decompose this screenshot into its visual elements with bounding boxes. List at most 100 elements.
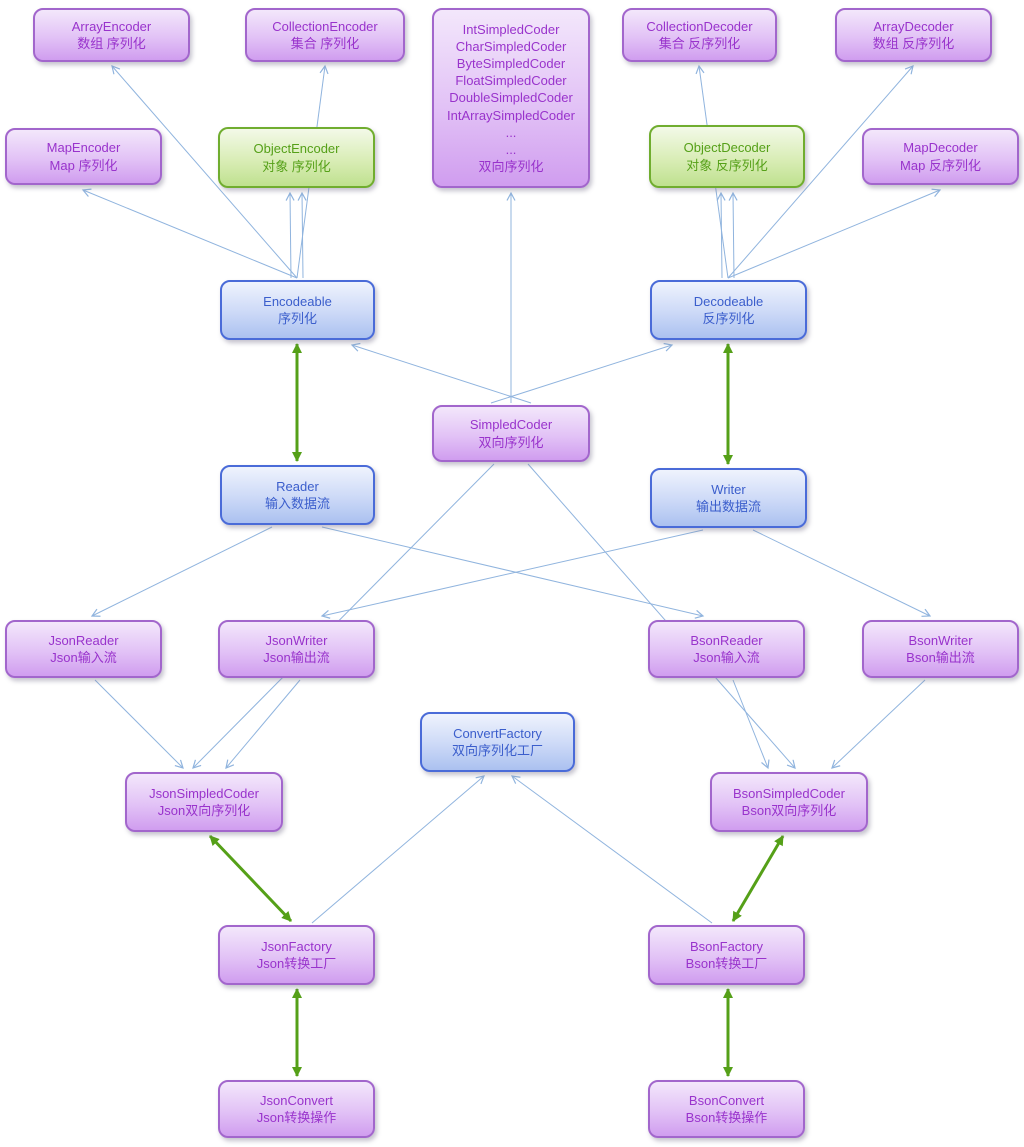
node-convert-factory: ConvertFactory 双向序列化工厂 <box>420 712 575 772</box>
edge-association <box>752 529 930 616</box>
node-bson-reader: BsonReader Json输入流 <box>648 620 805 678</box>
node-title: Writer <box>711 481 746 497</box>
node-subtitle: Json输入流 <box>50 650 117 665</box>
node-title: JsonConvert <box>260 1092 333 1108</box>
node-subtitle: 序列化 <box>277 311 317 326</box>
node-title: ConvertFactory <box>453 725 542 741</box>
node-array-decoder: ArrayDecoder 数组 反序列化 <box>835 8 992 62</box>
group-line: FloatSimpledCoder <box>455 73 567 89</box>
node-title: BsonSimpledCoder <box>732 785 845 801</box>
node-simpled-coder-group: IntSimpledCoder CharSimpledCoder ByteSim… <box>432 8 590 188</box>
group-line: IntArraySimpledCoder <box>447 107 575 123</box>
edge-association <box>311 776 484 924</box>
edge-mutual <box>208 834 293 923</box>
edge-association <box>727 66 913 279</box>
node-bson-convert: BsonConvert Bson转换操作 <box>648 1080 805 1138</box>
node-subtitle: Json输入流 <box>693 650 760 665</box>
node-json-simpled-coder: JsonSimpledCoder Json双向序列化 <box>125 772 283 832</box>
node-reader: Reader 输入数据流 <box>220 465 375 525</box>
node-subtitle: 双向序列化工厂 <box>451 743 543 758</box>
node-title: MapEncoder <box>46 140 121 156</box>
node-json-factory: JsonFactory Json转换工厂 <box>218 925 375 985</box>
node-subtitle: 输出数据流 <box>695 499 761 514</box>
node-title: JsonFactory <box>261 938 332 954</box>
node-title: Reader <box>276 478 319 494</box>
node-json-convert: JsonConvert Json转换操作 <box>218 1080 375 1138</box>
node-bson-writer: BsonWriter Bson输出流 <box>862 620 1019 678</box>
node-map-encoder: MapEncoder Map 序列化 <box>5 128 162 185</box>
edge-association <box>352 345 532 404</box>
node-title: JsonWriter <box>265 632 328 648</box>
node-subtitle: Map 序列化 <box>49 157 118 173</box>
node-json-writer: JsonWriter Json输出流 <box>218 620 375 678</box>
node-subtitle: Map 反序列化 <box>900 157 981 173</box>
edge-association <box>732 679 768 768</box>
node-title: Encodeable <box>263 293 332 309</box>
group-line: ... <box>505 124 517 140</box>
node-subtitle: Json转换工厂 <box>256 956 337 971</box>
node-subtitle: Bson双向序列化 <box>741 803 837 818</box>
edge-association <box>193 463 495 768</box>
edge-association <box>321 526 703 616</box>
node-title: BsonConvert <box>688 1092 765 1108</box>
node-subtitle: 数组 序列化 <box>77 36 146 51</box>
edge-association <box>94 679 183 768</box>
node-title: ObjectEncoder <box>253 141 340 157</box>
edge-association <box>226 679 301 768</box>
edge-association <box>527 463 795 768</box>
edge-association <box>322 529 704 616</box>
node-title: ArrayEncoder <box>71 18 152 34</box>
node-subtitle: 双向序列化 <box>478 434 544 450</box>
node-bson-factory: BsonFactory Bson转换工厂 <box>648 925 805 985</box>
edge-association <box>83 190 298 279</box>
node-json-reader: JsonReader Json输入流 <box>5 620 162 678</box>
group-line: ByteSimpledCoder <box>456 56 566 72</box>
node-collection-encoder: CollectionEncoder 集合 序列化 <box>245 8 405 62</box>
node-subtitle: Json输出流 <box>263 650 330 665</box>
node-writer: Writer 输出数据流 <box>650 468 807 528</box>
edge-association <box>290 193 291 279</box>
node-map-decoder: MapDecoder Map 反序列化 <box>862 128 1019 185</box>
node-title: BsonReader <box>690 632 763 648</box>
node-subtitle: 对象 反序列化 <box>686 157 768 173</box>
node-title: MapDecoder <box>903 140 978 156</box>
node-subtitle: Bson转换工厂 <box>685 956 768 971</box>
node-subtitle: 反序列化 <box>702 311 755 326</box>
group-line: IntSimpledCoder <box>462 21 560 37</box>
node-simpled-coder: SimpledCoder 双向序列化 <box>432 405 590 462</box>
node-title: BsonFactory <box>690 938 763 954</box>
edge-association <box>512 776 713 924</box>
node-encodeable: Encodeable 序列化 <box>220 280 375 340</box>
node-object-encoder: ObjectEncoder 对象 序列化 <box>218 127 375 188</box>
node-subtitle: Json转换操作 <box>256 1110 337 1125</box>
node-subtitle: 集合 反序列化 <box>658 36 741 51</box>
node-title: JsonSimpledCoder <box>149 785 259 801</box>
group-line: CharSimpledCoder <box>455 38 567 54</box>
edge-association <box>112 66 298 279</box>
node-decodeable: Decodeable 反序列化 <box>650 280 807 340</box>
node-title: ObjectDecoder <box>683 140 771 156</box>
node-title: CollectionDecoder <box>646 18 753 34</box>
edge-association <box>92 526 273 616</box>
node-subtitle: 输入数据流 <box>264 496 330 511</box>
node-title: SimpledCoder <box>469 417 553 433</box>
node-collection-decoder: CollectionDecoder 集合 反序列化 <box>622 8 777 62</box>
node-title: JsonReader <box>48 632 119 648</box>
edge-association <box>727 190 940 279</box>
node-subtitle: 集合 序列化 <box>290 36 360 51</box>
node-bson-simpled-coder: BsonSimpledCoder Bson双向序列化 <box>710 772 868 832</box>
node-subtitle: Bson输出流 <box>906 650 975 665</box>
edge-association <box>733 193 734 279</box>
node-subtitle: Bson转换操作 <box>685 1110 768 1125</box>
edge-association <box>490 345 672 404</box>
node-subtitle: 数组 反序列化 <box>872 36 955 51</box>
node-subtitle: Json双向序列化 <box>157 803 251 818</box>
node-title: ArrayDecoder <box>873 18 954 34</box>
edge-association <box>832 679 926 768</box>
group-line: ... <box>505 141 517 157</box>
node-title: BsonWriter <box>908 632 973 648</box>
group-line: DoubleSimpledCoder <box>449 90 573 106</box>
group-line: 双向序列化 <box>478 159 544 175</box>
